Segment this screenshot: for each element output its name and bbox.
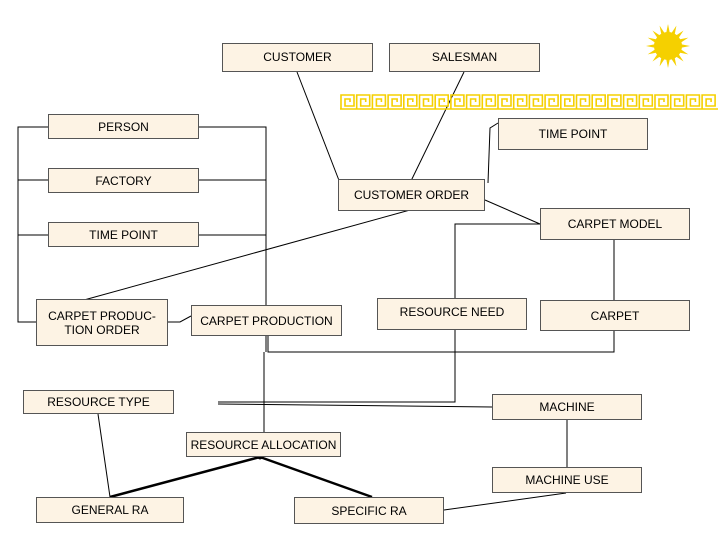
machine-use-entity: MACHINE USE — [492, 467, 642, 493]
machine-entity: MACHINE — [492, 394, 642, 420]
resource-allocation-entity: RESOURCE ALLOCATION — [186, 432, 341, 457]
time-point-left-entity: TIME POINT — [48, 222, 199, 247]
greek-key-border — [340, 94, 718, 110]
type-to-general-line — [97, 413, 111, 498]
carpet-model-entity: CARPET MODEL — [540, 208, 690, 240]
order-to-production-order-line — [83, 209, 411, 301]
person-to-production-line — [199, 126, 267, 352]
generalization-lines — [109, 455, 373, 499]
order-to-model-line — [484, 199, 541, 225]
carpet-production-order-entity: CARPET PRODUC- TION ORDER — [36, 299, 168, 346]
left-bracket-line — [17, 126, 48, 323]
use-to-specific-line — [443, 492, 567, 511]
carpet-production-entity: CARPET PRODUCTION — [191, 305, 342, 336]
resource-type-entity: RESOURCE TYPE — [23, 390, 174, 414]
sun-icon — [646, 24, 690, 68]
need-to-type-line — [218, 330, 456, 403]
customer-entity: CUSTOMER — [222, 43, 373, 72]
carpet-entity: CARPET — [540, 300, 690, 331]
factory-entity: FACTORY — [48, 168, 199, 193]
production-order-to-production-line — [168, 315, 192, 323]
resource-need-entity: RESOURCE NEED — [377, 298, 527, 330]
type-to-machine-line — [217, 403, 493, 408]
time-point-right-entity: TIME POINT — [498, 118, 648, 150]
timepoint-to-order-line — [487, 122, 499, 184]
person-entity: PERSON — [48, 114, 199, 139]
production-carpet-bus-line — [267, 331, 615, 353]
customer-to-order-line — [296, 71, 341, 184]
salesman-to-order-line — [409, 71, 465, 184]
customer-order-entity: CUSTOMER ORDER — [338, 179, 485, 211]
specific-ra-entity: SPECIFIC RA — [294, 497, 444, 524]
salesman-entity: SALESMAN — [389, 43, 540, 72]
model-to-need-line — [454, 223, 540, 298]
general-ra-entity: GENERAL RA — [36, 497, 184, 523]
